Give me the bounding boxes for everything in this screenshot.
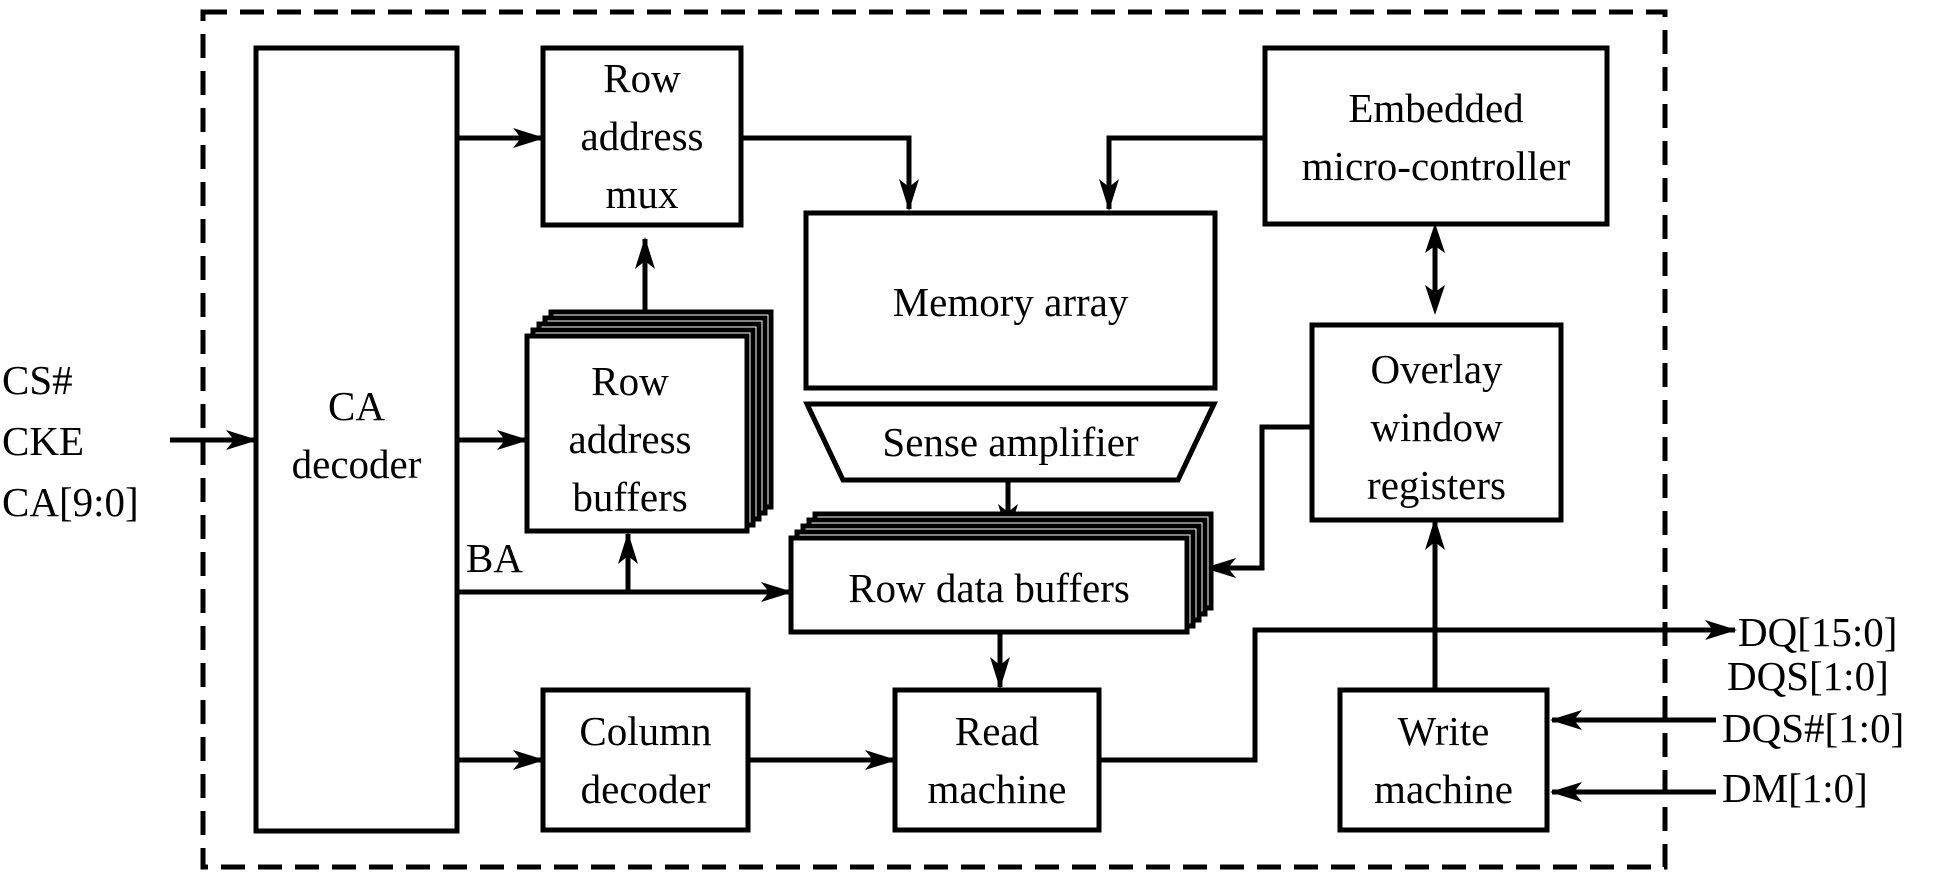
row-address-buffers-label-line2: address <box>569 416 692 462</box>
column-decoder-block: Column decoder <box>540 687 751 833</box>
cke-label: CKE <box>2 418 84 464</box>
embedded-micro-controller-block: Embedded micro-controller <box>1262 45 1610 227</box>
dqs-n-label: DQS#[1:0] <box>1722 705 1904 751</box>
row-address-buffers-label-line3: buffers <box>572 474 687 520</box>
ca-decoder-label-line1: CA <box>328 383 385 429</box>
read-machine-block: Read machine <box>892 687 1102 833</box>
column-decoder-label-line1: Column <box>579 708 711 754</box>
row-address-buffers-block: Row address buffers <box>524 309 774 534</box>
column-decoder-label-line2: decoder <box>581 766 711 812</box>
overlay-window-registers-block: Overlay window registers <box>1309 322 1564 523</box>
input-labels: CS# CKE CA[9:0] <box>2 357 139 525</box>
controller-to-memory-array <box>1099 135 1265 211</box>
overlay-window-registers-label-line3: registers <box>1367 462 1506 508</box>
row-address-mux-label-line3: mux <box>606 171 679 217</box>
controller-overlay-arrowhead-up <box>1425 223 1445 253</box>
row-data-buffers-block: Row data buffers <box>788 511 1214 635</box>
memory-array-label: Memory array <box>893 279 1129 325</box>
ca-decoder-label-line2: decoder <box>292 441 422 487</box>
chip-boundary <box>200 9 1668 870</box>
write-machine-block: Write machine <box>1337 687 1550 833</box>
overlay-window-registers-label-line2: window <box>1370 404 1503 450</box>
row-address-mux-block: Row address mux <box>540 45 744 228</box>
row-address-mux-label-line1: Row <box>603 55 681 101</box>
sense-amplifier-block: Sense amplifier <box>803 401 1218 483</box>
sense-amplifier-label: Sense amplifier <box>882 419 1139 465</box>
write-machine-label-line1: Write <box>1398 708 1490 754</box>
ca-decoder-block: CA decoder <box>253 45 460 834</box>
dq-label: DQ[15:0] <box>1738 609 1897 655</box>
row-address-buffers-label-line1: Row <box>591 358 669 404</box>
cs-label: CS# <box>2 357 73 403</box>
row-data-buffers-label: Row data buffers <box>848 565 1130 611</box>
embedded-micro-controller-label-line1: Embedded <box>1348 85 1523 131</box>
write-machine-label-line2: machine <box>1374 766 1513 812</box>
read-machine-label-line2: machine <box>928 766 1067 812</box>
dqs-label: DQS[1:0] <box>1727 653 1889 699</box>
controller-overlay-arrowhead-down <box>1425 285 1445 315</box>
read-machine-to-dq <box>1099 620 1737 763</box>
ca-label: CA[9:0] <box>2 479 139 525</box>
dm-label: DM[1:0] <box>1722 765 1868 811</box>
memory-array-block: Memory array <box>803 210 1218 391</box>
overlay-to-row-data-buffers <box>1204 424 1312 578</box>
overlay-window-registers-label-line1: Overlay <box>1370 346 1503 392</box>
row-address-mux-label-line2: address <box>581 113 704 159</box>
row-mux-to-memory-array <box>741 135 919 211</box>
signal-labels: BA DQ[15:0] DQS[1:0] DQS#[1:0] DM[1:0] <box>466 535 1904 811</box>
embedded-micro-controller-label-line2: micro-controller <box>1302 143 1571 189</box>
read-machine-label-line1: Read <box>955 708 1039 754</box>
ba-label: BA <box>466 535 523 581</box>
